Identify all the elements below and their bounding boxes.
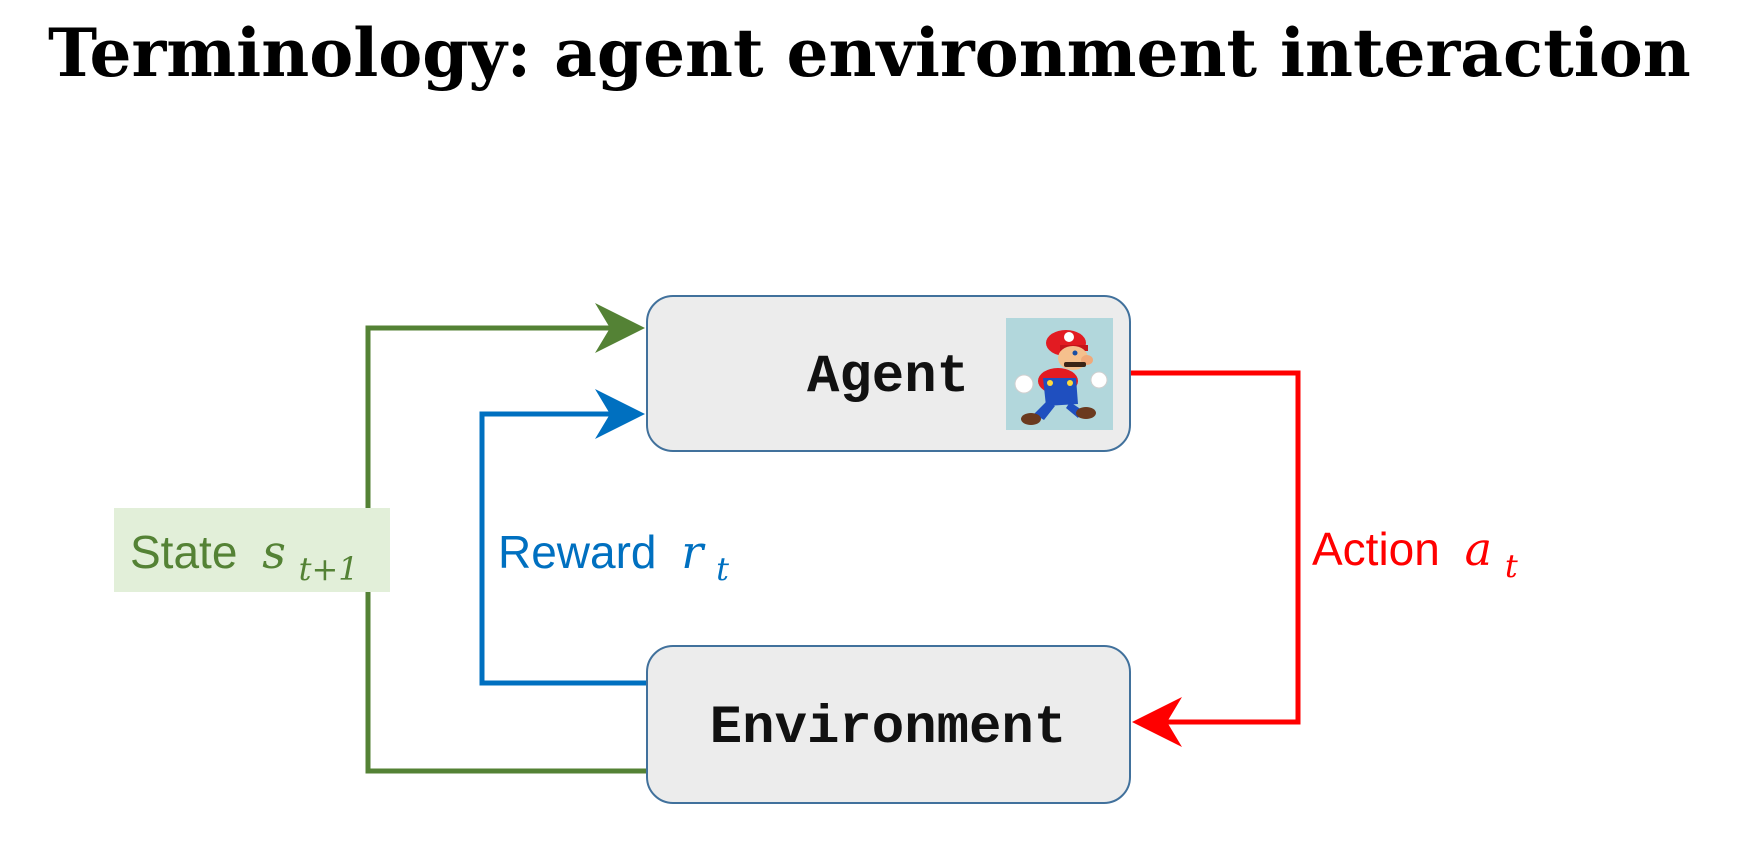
environment-node: Environment xyxy=(646,645,1131,804)
action-label-text: Action xyxy=(1312,523,1440,575)
reward-label-text: Reward xyxy=(498,526,657,578)
reward-edge xyxy=(479,389,647,686)
action-symbol: a xyxy=(1465,522,1492,576)
action-edge xyxy=(1130,370,1301,747)
reward-symbol: r xyxy=(681,525,706,579)
action-edge-label: Action a t xyxy=(1312,522,1518,585)
state-symbol: s xyxy=(262,525,286,579)
agent-node: Agent xyxy=(646,295,1131,452)
svg-text:State s t+1: State s t+1 xyxy=(130,525,359,588)
slide-title: Terminology: agent environment interacti… xyxy=(48,14,1691,92)
reward-subscript: t xyxy=(716,550,729,588)
environment-label: Environment xyxy=(710,698,1066,759)
reward-edge-label: Reward r t xyxy=(498,525,729,588)
state-label-text: State xyxy=(130,526,237,578)
mario-character-icon xyxy=(1006,318,1113,430)
action-subscript: t xyxy=(1505,547,1518,585)
agent-label: Agent xyxy=(807,347,969,408)
state-subscript: t+1 xyxy=(299,550,359,588)
state-edge-label: State s t+1 xyxy=(114,508,390,592)
